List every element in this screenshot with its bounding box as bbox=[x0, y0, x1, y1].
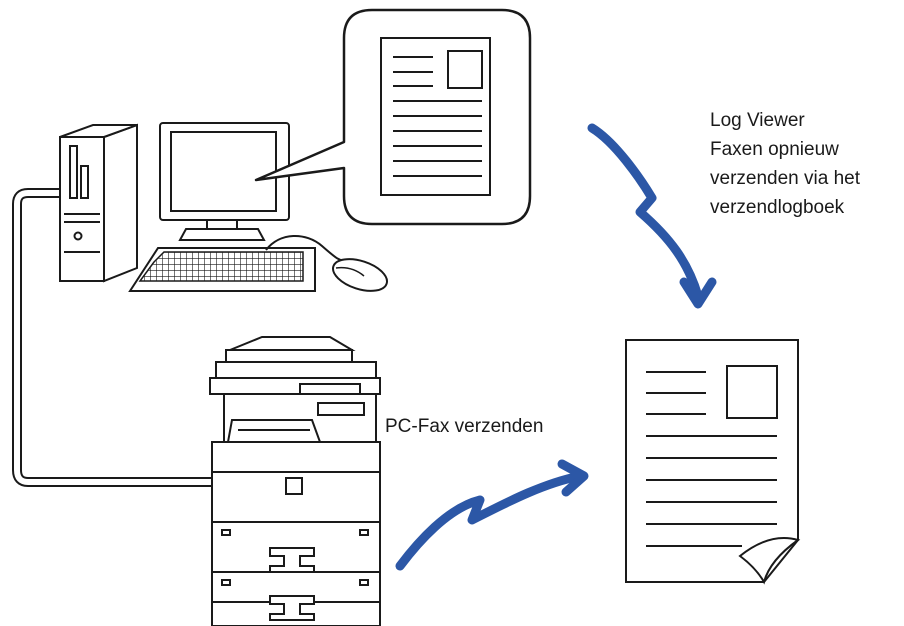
log-viewer-line-3: verzenden via het bbox=[710, 168, 860, 189]
network-cable bbox=[12, 188, 214, 487]
printer-mfp-icon bbox=[209, 336, 381, 626]
log-viewer-line-4: verzendlogboek bbox=[710, 197, 845, 218]
log-viewer-line-2: Faxen opnieuw bbox=[710, 139, 839, 160]
document-icon bbox=[625, 339, 801, 585]
computer-tower-icon bbox=[59, 123, 138, 283]
pc-fax-label: PC-Fax verzenden bbox=[385, 416, 544, 437]
keyboard-icon bbox=[128, 247, 316, 292]
monitor-icon bbox=[159, 122, 290, 241]
speech-bubble-document-icon bbox=[254, 8, 532, 226]
log-viewer-label: Log Viewer Faxen opnieuw verzenden via h… bbox=[710, 106, 860, 222]
mouse-icon bbox=[265, 234, 388, 292]
log-viewer-line-1: Log Viewer bbox=[710, 110, 805, 131]
lightning-arrow-icon bbox=[587, 123, 717, 309]
lightning-arrow-icon bbox=[395, 459, 589, 571]
